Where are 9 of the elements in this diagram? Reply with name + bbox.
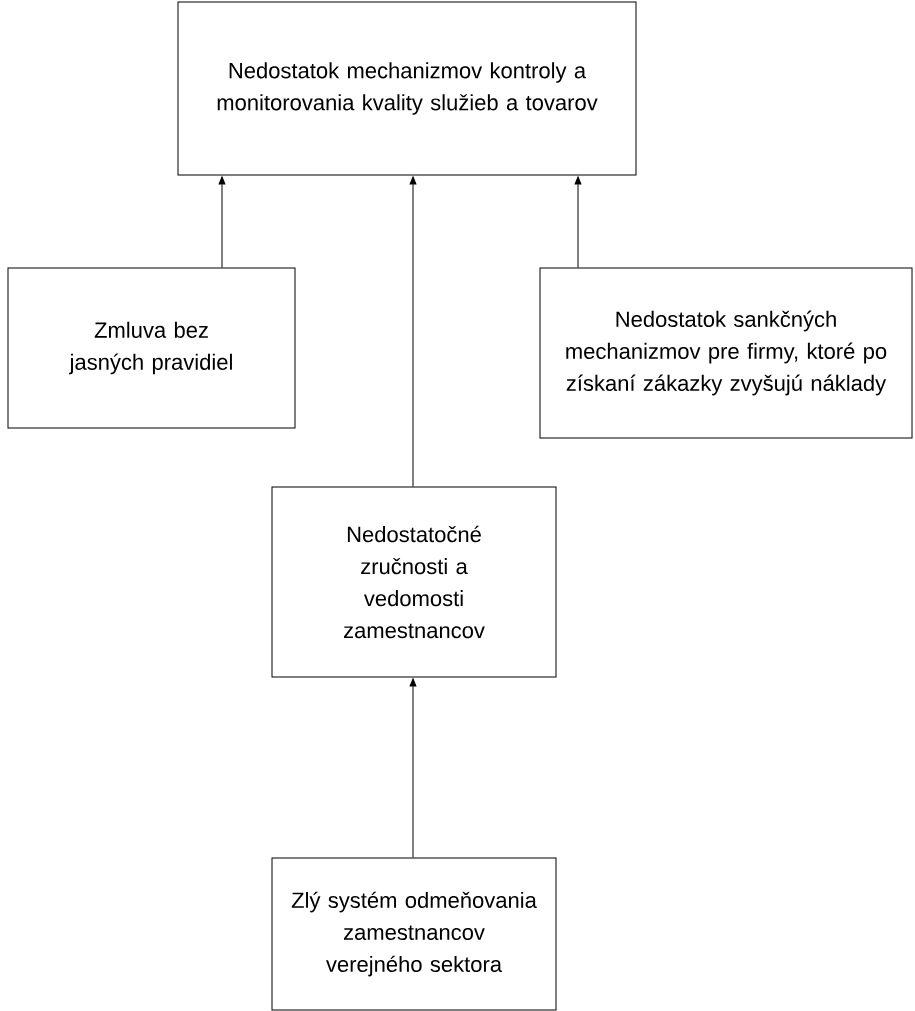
arrow	[409, 176, 417, 487]
arrow	[218, 176, 226, 268]
text-box: Nedostatočné zručnosti a vedomosti zamestnancov	[271, 486, 557, 678]
text-box: Zlý systém odmeňovania zamestnancov verejného sektora	[271, 857, 557, 1011]
arrow	[574, 176, 582, 268]
arrow	[409, 678, 417, 858]
text-box: Zmluva bez jasných pravidiel	[7, 267, 296, 429]
text-box: Nedostatok mechanizmov kontroly a monitorovania kvality služieb a tovarov	[177, 1, 637, 176]
text-box: Nedostatok sankčných mechanizmov pre firmy, ktoré po získaní zákazky zvyšujú náklady	[539, 267, 913, 439]
